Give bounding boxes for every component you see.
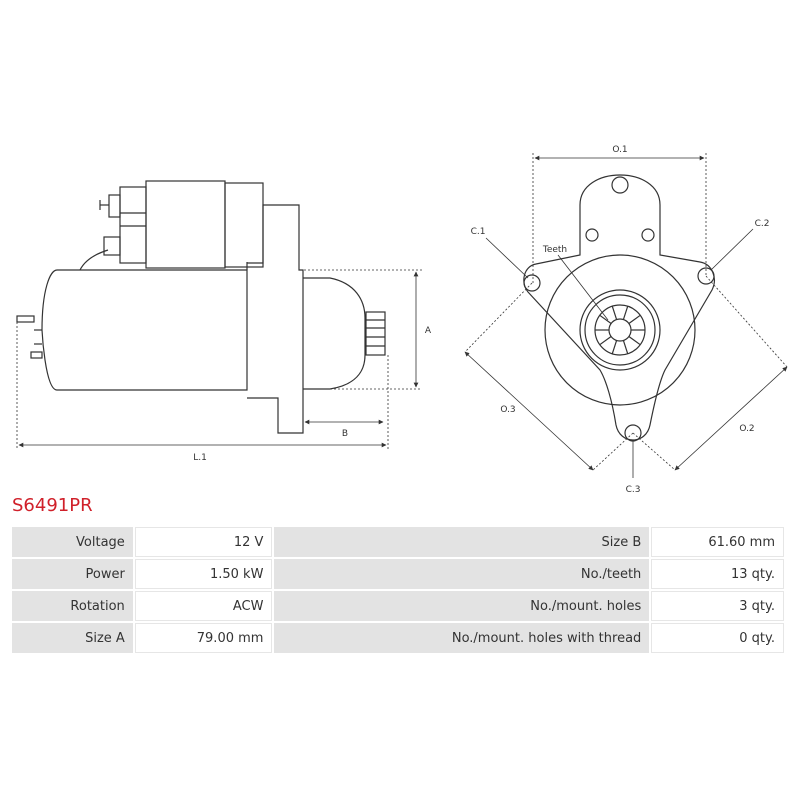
side-view xyxy=(16,180,386,434)
label-c2: C.2 xyxy=(755,219,770,229)
leader-teeth xyxy=(557,254,609,321)
dimension-o2-line xyxy=(674,366,788,471)
spec-row: Rotation ACW No./mount. holes 3 qty. xyxy=(12,591,784,621)
spec-value: 3 qty. xyxy=(651,591,784,621)
pinion-tooth xyxy=(611,306,618,320)
part-number-title: S6491PR xyxy=(12,495,93,516)
pinion-tooth xyxy=(599,335,612,346)
shaft-ring xyxy=(608,318,632,342)
top-hole xyxy=(611,176,629,194)
rear-bolt-lower xyxy=(30,351,43,359)
dimension-o1-label: O.1 xyxy=(612,145,627,155)
spec-label: Size B xyxy=(274,527,650,557)
motor-housing xyxy=(41,269,248,391)
pinion-tooth xyxy=(622,306,629,320)
leader-c1 xyxy=(485,237,529,279)
spec-label: Rotation xyxy=(12,591,133,621)
housing-outer-ring xyxy=(544,254,696,406)
spec-label: Size A xyxy=(12,623,133,653)
pinion-tooth xyxy=(628,335,641,346)
front-view xyxy=(523,174,715,442)
spec-value: 79.00 mm xyxy=(134,623,273,653)
solenoid-rear-plate xyxy=(224,182,264,268)
mount-hole-c2 xyxy=(697,267,715,285)
side-view-dimensions xyxy=(16,269,422,450)
pinion-tooth xyxy=(611,340,618,354)
pinion-gear xyxy=(365,311,386,356)
spec-value: 61.60 mm xyxy=(651,527,784,557)
front-view-dimensions xyxy=(464,153,788,478)
dimension-a-label: A xyxy=(425,326,432,336)
pinion-tooth xyxy=(628,314,641,325)
dimension-o2-label: O.2 xyxy=(739,424,754,434)
drive-end-housing xyxy=(247,204,304,434)
pinion-teeth xyxy=(595,306,645,354)
spec-value: ACW xyxy=(134,591,273,621)
spec-row: Voltage 12 V Size B 61.60 mm xyxy=(12,527,784,557)
label-c1: C.1 xyxy=(471,227,486,237)
spec-row: Size A 79.00 mm No./mount. holes with th… xyxy=(12,623,784,653)
drive-nose xyxy=(303,277,366,390)
spec-table: Voltage 12 V Size B 61.60 mm Power 1.50 … xyxy=(10,525,786,655)
dimension-l1-label: L.1 xyxy=(193,453,207,463)
housing-inner-ring xyxy=(579,289,661,371)
solenoid-body xyxy=(145,180,226,269)
spec-label: Power xyxy=(12,559,133,589)
solenoid-cap xyxy=(119,186,147,264)
flange-outline xyxy=(523,174,715,441)
hub-ring xyxy=(584,294,656,366)
dimension-o3-label: O.3 xyxy=(500,405,515,415)
spec-value: 12 V xyxy=(134,527,273,557)
label-c3: C.3 xyxy=(626,485,641,495)
spec-label: Voltage xyxy=(12,527,133,557)
dimension-o3-line xyxy=(464,351,594,471)
pinion-tooth xyxy=(622,340,629,354)
pinion-tooth xyxy=(599,314,612,325)
mount-hole-c1 xyxy=(523,274,541,292)
rear-bolt-upper xyxy=(16,315,35,323)
starter-motor-drawing: L.1 A B O.1 O.3 O.2 C.1 C.2 C.3 xyxy=(16,145,788,495)
upper-terminal xyxy=(108,194,121,218)
upper-left-hole xyxy=(585,228,599,242)
spec-row: Power 1.50 kW No./teeth 13 qty. xyxy=(12,559,784,589)
spec-value: 13 qty. xyxy=(651,559,784,589)
dimension-b-label: B xyxy=(342,429,348,439)
label-teeth: Teeth xyxy=(542,245,567,255)
leader-c2 xyxy=(710,228,754,271)
lower-terminal xyxy=(103,236,121,256)
upper-right-hole xyxy=(641,228,655,242)
spec-label: No./teeth xyxy=(274,559,650,589)
spec-label: No./mount. holes xyxy=(274,591,650,621)
spec-label: No./mount. holes with thread xyxy=(274,623,650,653)
spec-value: 1.50 kW xyxy=(134,559,273,589)
spec-value: 0 qty. xyxy=(651,623,784,653)
